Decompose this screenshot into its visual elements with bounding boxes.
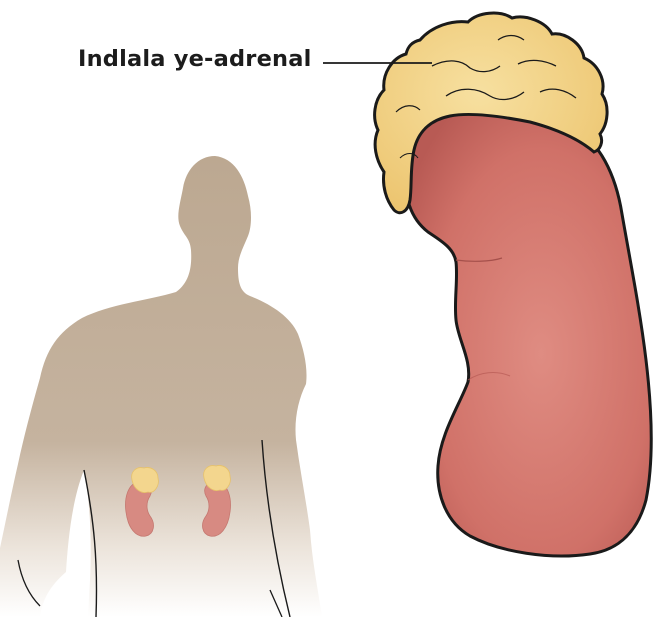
large-kidney [406,107,652,556]
adrenal-gland-label: Indlala ye-adrenal [78,46,312,72]
body-silhouette [0,156,322,617]
